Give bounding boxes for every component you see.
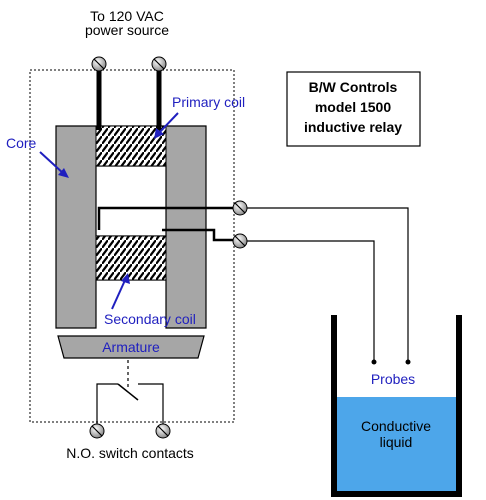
secondary-coil-arrow	[111, 273, 130, 310]
primary-coil-arrow	[154, 112, 179, 139]
secondary-lead-top	[97, 206, 236, 230]
primary-coil-winding	[95, 125, 167, 167]
conductive-liquid	[337, 397, 456, 492]
probe-wire-long	[246, 207, 409, 360]
title-line3: inductive relay	[304, 119, 402, 135]
armature-label: Armature	[102, 339, 160, 355]
core-label: Core	[6, 135, 37, 151]
terminal-icon-probe-top	[232, 200, 248, 216]
terminal-icon-probe-bottom	[232, 233, 248, 249]
relay-enclosure	[29, 69, 235, 423]
probe-tip-left	[371, 359, 377, 365]
liquid-label-line2: liquid	[380, 434, 413, 450]
primary-coil-label: Primary coil	[172, 94, 245, 110]
secondary-coil-label: Secondary coil	[104, 311, 196, 327]
title-line1: B/W Controls	[309, 79, 398, 95]
switch-contacts-label: N.O. switch contacts	[66, 445, 194, 461]
probe-tip-right	[405, 359, 411, 365]
switch-wire-left	[96, 383, 118, 428]
switch-wire-right	[138, 383, 164, 428]
liquid-container	[331, 315, 462, 497]
power-source-label-line2: power source	[85, 22, 169, 38]
probe-wire-short	[246, 240, 375, 360]
title-box	[286, 71, 421, 147]
power-source-label-line1: To 120 VAC	[90, 8, 164, 24]
terminal-icon-power-right	[151, 56, 167, 72]
secondary-coil-winding	[95, 235, 167, 281]
terminal-icon-switch-left	[89, 423, 105, 439]
liquid-label-line1: Conductive	[361, 418, 431, 434]
core-arrow	[39, 151, 69, 178]
terminal-icon-power-left	[91, 56, 107, 72]
terminal-icon-switch-right	[155, 423, 171, 439]
title-line2: model 1500	[315, 99, 391, 115]
secondary-lead-bottom	[162, 228, 236, 242]
armature	[57, 335, 205, 359]
switch-blade	[117, 383, 139, 401]
probes-label: Probes	[371, 371, 415, 387]
